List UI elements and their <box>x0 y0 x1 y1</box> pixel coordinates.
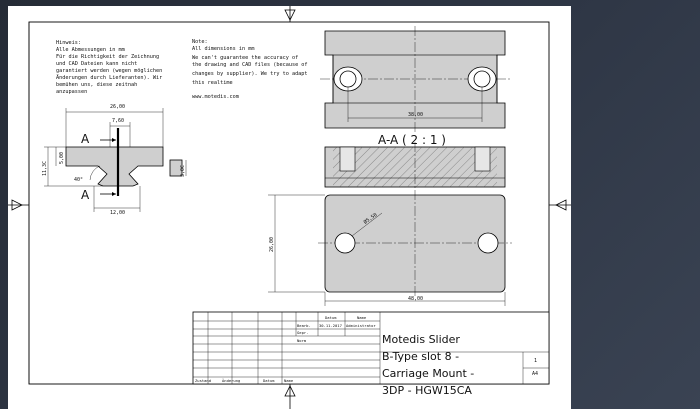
title-block-footer: Name <box>284 378 294 383</box>
drawing-title-line: 3DP - HGW15CA <box>382 384 472 397</box>
top-view: 38,00 <box>320 26 512 134</box>
title-block-footer: Änderung <box>222 378 240 383</box>
notes-de-line: anzupassen <box>56 89 87 95</box>
section-view <box>324 142 506 190</box>
centering-mark-bottom <box>284 384 296 409</box>
sheet-number: 1 <box>534 358 537 364</box>
title-block-row-norm: Norm <box>297 338 307 343</box>
title-block-col-datum: Datum <box>325 315 337 320</box>
title-block: Datum Name Bearb. Gepr. Norm 30.11.2017 … <box>192 311 550 397</box>
drawing-title-line: Carriage Mount - <box>382 367 474 380</box>
notes-en-line: this realtime <box>192 80 233 86</box>
notes-de-line: garantiert werden (wegen möglichen <box>56 68 162 74</box>
centering-mark-right <box>549 199 571 211</box>
notes-de-heading: Hinweis: <box>56 40 81 46</box>
slider-profile <box>65 146 164 187</box>
centering-mark-top <box>284 6 296 22</box>
notes-en-line: changes by supplier). We try to adapt <box>192 71 308 77</box>
title-block-footer: Datum <box>263 378 275 383</box>
section-marker-a-top: A <box>81 132 90 146</box>
title-block-row-bearb: Bearb. <box>297 323 311 328</box>
notes-de-line: und CAD Dateien kann nicht <box>56 61 137 67</box>
notes-en-line: All dimensions in mm <box>192 46 254 52</box>
sheet-format: A4 <box>532 371 538 377</box>
dim-top-hole-spacing: 38,00 <box>408 112 423 118</box>
section-marker-a-bottom: A <box>81 188 90 202</box>
notes-de-line: Änderungen durch Lieferanten). Wir <box>56 74 162 81</box>
notes-german: Hinweis: Alle Abmessungen in mm Für die … <box>56 40 162 95</box>
section-view-label: A-A ( 2 : 1 ) <box>378 133 446 147</box>
dim-plate-width: 48,00 <box>408 296 423 302</box>
dim-flange-height: 5,00 <box>59 152 65 164</box>
title-block-footer: Zustand <box>195 378 211 383</box>
dim-bottom-width: 12,00 <box>110 210 125 216</box>
dim-angle: 40° <box>74 177 83 183</box>
drawing-title-line: B-Type slot 8 - <box>382 350 459 363</box>
dim-neck-width: 7,60 <box>112 118 124 124</box>
dim-plate-height: 26,00 <box>269 237 275 252</box>
dim-overall-height: 11,3C <box>42 161 48 176</box>
notes-en-line: We can't guarantee the accuracy of <box>192 55 298 61</box>
side-profile-view: A A 26,00 7,60 5,00 11,3C 3,0C 12,00 40° <box>42 104 187 216</box>
notes-en-heading: Note: <box>192 39 208 45</box>
centering-mark-left <box>8 199 29 211</box>
title-block-row-gepr: Gepr. <box>297 330 308 335</box>
notes-english: Note: All dimensions in mm We can't guar… <box>192 39 308 100</box>
dim-profile-width: 26,00 <box>110 104 125 110</box>
notes-en-url: www.motedis.com <box>192 94 239 100</box>
notes-de-line: Für die Richtigkeit der Zeichnung <box>56 54 159 60</box>
nut-profile <box>169 159 183 177</box>
bottom-view: Ø5,50 26,00 48,00 <box>268 190 512 306</box>
notes-de-line: bemühen uns, diese zeitnah <box>56 82 137 88</box>
title-block-date: 30.11.2017 <box>319 323 342 328</box>
title-block-col-name: Name <box>357 315 367 320</box>
title-block-author: Administrator <box>346 323 376 328</box>
drawing-title-line: Motedis Slider <box>382 333 460 346</box>
dim-thread-depth: 3,0C <box>180 165 186 177</box>
notes-en-line: the drawing and CAD files (because of <box>192 62 308 68</box>
notes-de-line: Alle Abmessungen in mm <box>56 47 125 53</box>
